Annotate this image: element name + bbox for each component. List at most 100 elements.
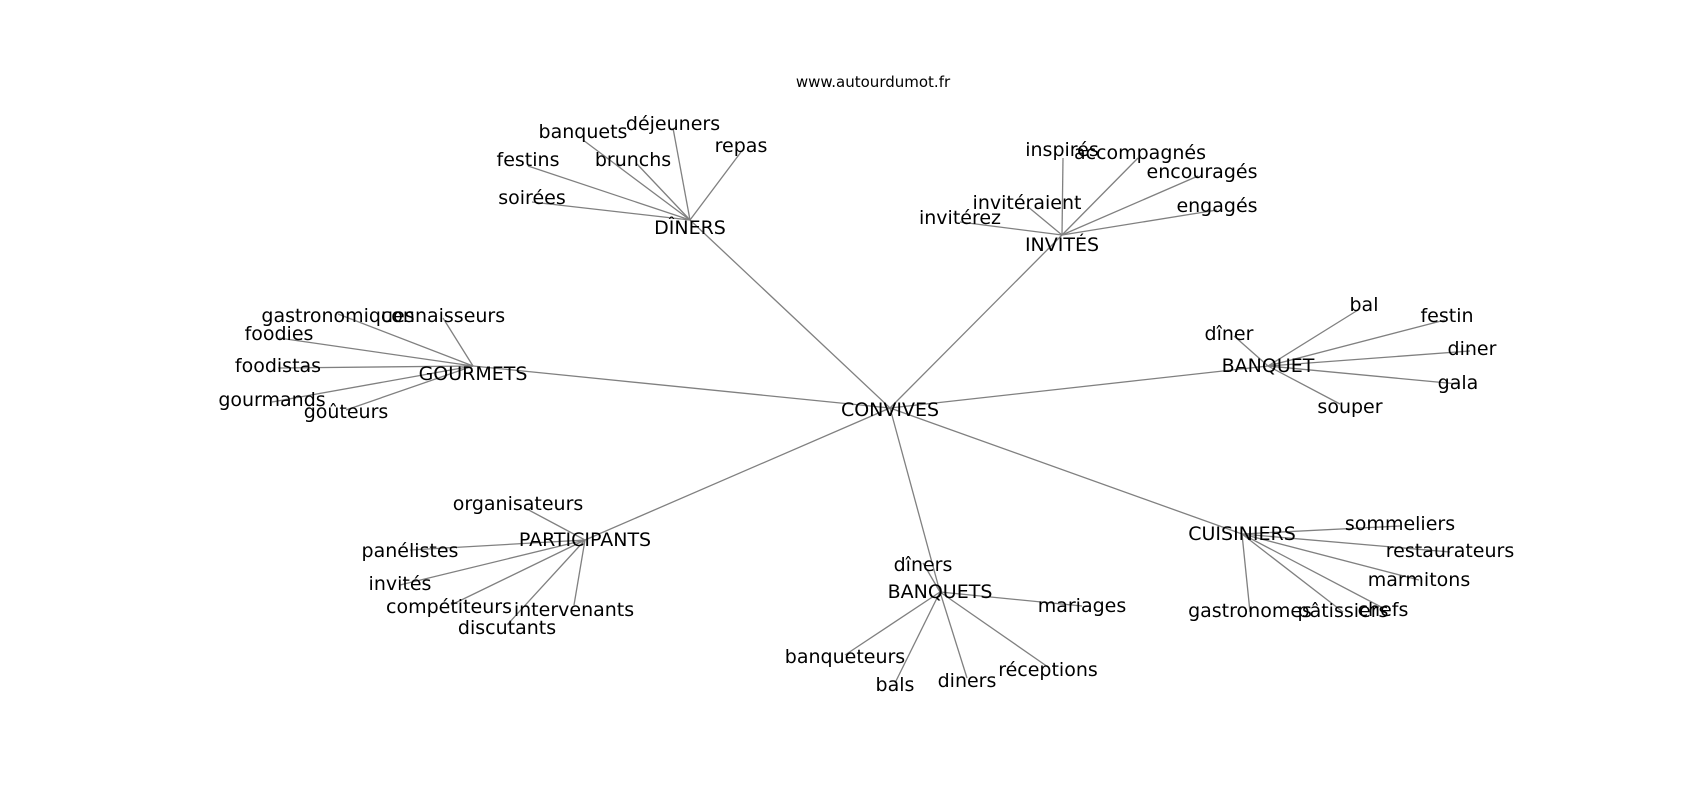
cluster-2-hub-label[interactable]: GOURMETS bbox=[419, 363, 528, 385]
cluster-2-edge-4 bbox=[271, 365, 474, 403]
cluster-3-edge-0 bbox=[1267, 309, 1359, 367]
cluster-0-word-4[interactable]: brunchs bbox=[595, 149, 671, 171]
cluster-1-center-edge bbox=[889, 234, 1063, 409]
cluster-5-word-0[interactable]: dîners bbox=[894, 554, 953, 576]
cluster-1-edge-4 bbox=[959, 221, 1063, 236]
cluster-6-word-4[interactable]: pâtissiers bbox=[1298, 600, 1389, 622]
cluster-3-word-1[interactable]: festin bbox=[1420, 305, 1473, 327]
cluster-5-word-1[interactable]: mariages bbox=[1038, 595, 1127, 617]
cluster-0-word-1[interactable]: déjeuners bbox=[626, 113, 720, 135]
cluster-5-edge-4 bbox=[939, 591, 968, 679]
cluster-1-edge-5 bbox=[1061, 209, 1218, 236]
cluster-5-word-5[interactable]: réceptions bbox=[998, 659, 1098, 681]
cluster-0-edge-4 bbox=[636, 163, 691, 221]
cluster-6-edge-2 bbox=[1241, 533, 1420, 581]
cluster-4-edge-4 bbox=[573, 539, 586, 606]
cluster-6-edge-4 bbox=[1241, 533, 1344, 613]
cluster-0-center-edge bbox=[689, 219, 891, 409]
cluster-6-word-0[interactable]: sommeliers bbox=[1345, 513, 1455, 535]
cluster-6-word-3[interactable]: gastronomes bbox=[1188, 600, 1312, 622]
cluster-6-edge-5 bbox=[1241, 533, 1384, 609]
cluster-4-word-0[interactable]: organisateurs bbox=[453, 493, 584, 515]
cluster-3-edge-3 bbox=[1267, 350, 1471, 367]
cluster-2-word-4[interactable]: gourmands bbox=[218, 389, 325, 411]
cluster-4-edge-5 bbox=[506, 539, 586, 626]
cluster-2-word-3[interactable]: foodistas bbox=[235, 355, 321, 377]
cluster-4-word-1[interactable]: panélistes bbox=[362, 540, 459, 562]
cluster-6-hub-label[interactable]: CUISINIERS bbox=[1188, 523, 1296, 545]
cluster-6-word-2[interactable]: marmitons bbox=[1368, 569, 1470, 591]
labels-layer: www.autourdumot.fr CONVIVES banquetsdéje… bbox=[218, 73, 1514, 696]
cluster-1-word-0[interactable]: inspirés bbox=[1025, 139, 1099, 161]
cluster-5-word-4[interactable]: diners bbox=[938, 670, 997, 692]
cluster-6-word-1[interactable]: restaurateurs bbox=[1386, 540, 1514, 562]
cluster-2-word-2[interactable]: foodies bbox=[245, 323, 314, 345]
cluster-2-word-1[interactable]: connaisseurs bbox=[381, 305, 505, 327]
cluster-0-edge-3 bbox=[527, 165, 691, 221]
cluster-0-word-2[interactable]: repas bbox=[715, 135, 768, 157]
cluster-5-edge-2 bbox=[844, 591, 941, 656]
cluster-0-edge-5 bbox=[531, 201, 691, 221]
cluster-3-word-5[interactable]: souper bbox=[1317, 396, 1382, 418]
cluster-4-edge-0 bbox=[524, 507, 586, 541]
cluster-2-edge-2 bbox=[278, 337, 474, 367]
cluster-3-hub-label[interactable]: BANQUET bbox=[1222, 355, 1315, 377]
cluster-2-word-0[interactable]: gastronomiques bbox=[261, 305, 414, 327]
cluster-1-edge-0 bbox=[1061, 157, 1064, 236]
cluster-4-edge-3 bbox=[450, 539, 586, 606]
cluster-4-word-4[interactable]: intervenants bbox=[514, 599, 634, 621]
cluster-6-edge-3 bbox=[1241, 533, 1251, 613]
cluster-3-edge-2 bbox=[1233, 335, 1269, 367]
cluster-1-edge-1 bbox=[1061, 157, 1139, 236]
cluster-3-edge-4 bbox=[1267, 365, 1459, 385]
cluster-5-edge-3 bbox=[894, 591, 941, 684]
cluster-0-word-0[interactable]: banquets bbox=[539, 121, 628, 143]
cluster-5-word-3[interactable]: bals bbox=[876, 674, 915, 696]
cluster-2-word-5[interactable]: goûteurs bbox=[304, 401, 389, 423]
cluster-0-edge-0 bbox=[582, 139, 691, 221]
cluster-3-edge-1 bbox=[1267, 319, 1446, 367]
cluster-5-edge-5 bbox=[939, 591, 1049, 668]
cluster-3-edge-5 bbox=[1267, 365, 1341, 405]
cluster-6-word-5[interactable]: chefs bbox=[1358, 599, 1409, 621]
cluster-0-word-3[interactable]: festins bbox=[497, 149, 560, 171]
cluster-0-edge-2 bbox=[689, 151, 742, 221]
cluster-3-word-4[interactable]: gala bbox=[1438, 372, 1479, 394]
cluster-6-edge-0 bbox=[1241, 525, 1401, 535]
cluster-2-edge-5 bbox=[345, 365, 474, 411]
cluster-4-edge-1 bbox=[409, 539, 586, 551]
cluster-1-word-5[interactable]: engagés bbox=[1176, 195, 1257, 217]
cluster-5-word-2[interactable]: banqueteurs bbox=[785, 646, 905, 668]
cluster-2-center-edge bbox=[472, 365, 891, 409]
cluster-6-edge-1 bbox=[1241, 533, 1451, 553]
cluster-0-word-5[interactable]: soirées bbox=[498, 187, 565, 209]
cluster-4-word-2[interactable]: invités bbox=[369, 573, 432, 595]
cluster-1-word-1[interactable]: accompagnés bbox=[1074, 142, 1206, 164]
cluster-4-center-edge bbox=[584, 407, 891, 541]
cluster-5-edge-0 bbox=[922, 562, 941, 593]
center-node-label[interactable]: CONVIVES bbox=[841, 399, 939, 421]
cluster-0-edge-1 bbox=[672, 127, 691, 221]
cluster-1-word-2[interactable]: encouragés bbox=[1147, 161, 1258, 183]
cluster-1-word-4[interactable]: invitérez bbox=[919, 207, 1001, 229]
cluster-4-hub-label[interactable]: PARTICIPANTS bbox=[519, 529, 651, 551]
watermark-text: www.autourdumot.fr bbox=[796, 73, 951, 91]
cluster-1-hub-label[interactable]: INVITÉS bbox=[1025, 233, 1099, 256]
cluster-2-edge-1 bbox=[442, 317, 474, 367]
edges-layer bbox=[271, 127, 1471, 684]
cluster-4-word-5[interactable]: discutants bbox=[458, 617, 556, 639]
cluster-0-hub-label[interactable]: DÎNERS bbox=[654, 216, 726, 239]
cluster-4-word-3[interactable]: compétiteurs bbox=[386, 596, 512, 618]
cluster-2-edge-3 bbox=[277, 365, 474, 369]
cluster-6-center-edge bbox=[889, 407, 1243, 535]
cluster-1-edge-2 bbox=[1061, 175, 1199, 236]
cluster-1-word-3[interactable]: invitéraient bbox=[973, 192, 1082, 214]
cluster-3-word-0[interactable]: bal bbox=[1350, 294, 1379, 316]
cluster-2-edge-0 bbox=[337, 313, 474, 367]
cluster-1-edge-3 bbox=[1026, 205, 1063, 236]
cluster-3-word-3[interactable]: diner bbox=[1448, 338, 1497, 360]
cluster-5-hub-label[interactable]: BANQUETS bbox=[888, 581, 993, 603]
cluster-4-edge-2 bbox=[399, 539, 586, 586]
cluster-3-word-2[interactable]: dîner bbox=[1205, 323, 1254, 345]
